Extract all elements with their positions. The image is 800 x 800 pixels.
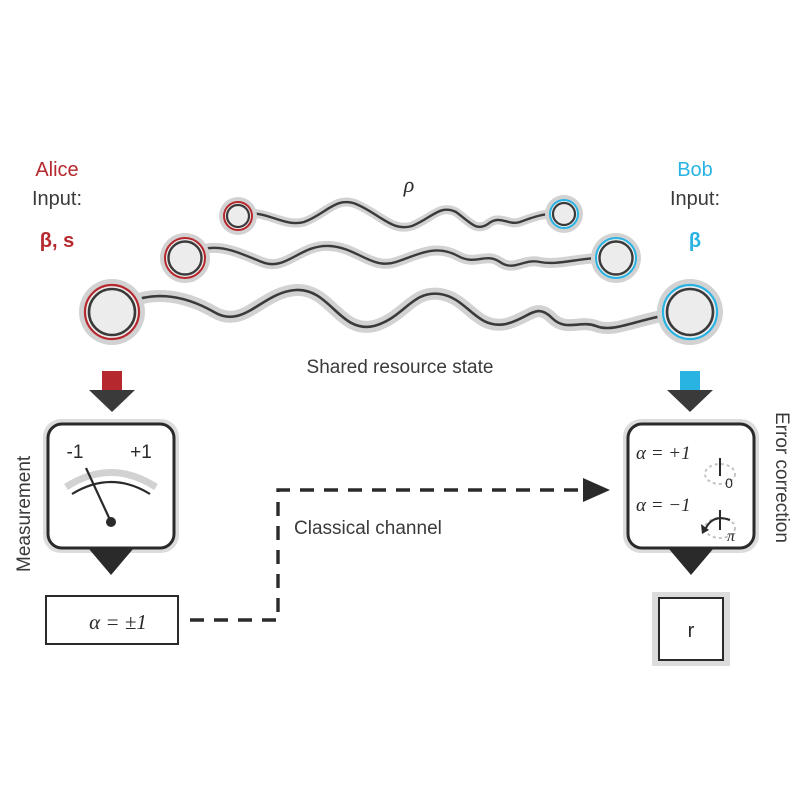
alice-qubit-medium	[160, 233, 210, 283]
shared-state-caption: Shared resource state	[307, 357, 494, 378]
link-line-large	[110, 288, 692, 330]
outcome-box	[45, 595, 179, 645]
alice-down-arrow	[89, 371, 135, 412]
alice-input-label: Input:	[32, 188, 82, 210]
alice-qubit-large	[79, 279, 145, 345]
link-line-small	[236, 200, 566, 229]
classical-channel-arrowhead	[583, 478, 610, 502]
classical-channel-line	[190, 488, 594, 622]
measurement-label: Measurement	[14, 455, 35, 572]
correction-angle-zero: 0	[725, 475, 733, 491]
bob-down-arrow	[667, 371, 713, 412]
meter-needle	[85, 467, 112, 523]
link-halo-large	[106, 284, 696, 335]
error-correction-panel	[623, 419, 759, 575]
link-line-medium	[183, 244, 618, 267]
correction-case-minus: α = −1	[636, 495, 691, 516]
outcome-text: α = ±1	[89, 610, 147, 634]
result-box	[658, 597, 724, 661]
bob-qubit-medium	[591, 233, 641, 283]
meter-tick-plus: +1	[130, 442, 152, 463]
alice-input-value: β, s	[40, 230, 74, 252]
alice-qubit-small	[219, 197, 257, 235]
meter-tick-minus: -1	[67, 442, 84, 463]
rho-symbol: ρ	[403, 172, 415, 197]
correction-angle-pi: π	[727, 528, 736, 545]
alice-name: Alice	[35, 159, 78, 181]
correction-case-plus: α = +1	[636, 443, 691, 464]
error-correction-label: Error correction	[771, 412, 792, 543]
bob-input-value: β	[689, 230, 701, 252]
entanglement-links	[106, 197, 696, 335]
bob-input-label: Input:	[670, 188, 720, 210]
bob-qubit-large	[657, 279, 723, 345]
bob-name: Bob	[677, 159, 713, 181]
classical-channel-label: Classical channel	[294, 518, 442, 539]
result-value: r	[688, 620, 695, 642]
bob-qubit-small	[545, 195, 583, 233]
measurement-meter	[43, 419, 179, 575]
